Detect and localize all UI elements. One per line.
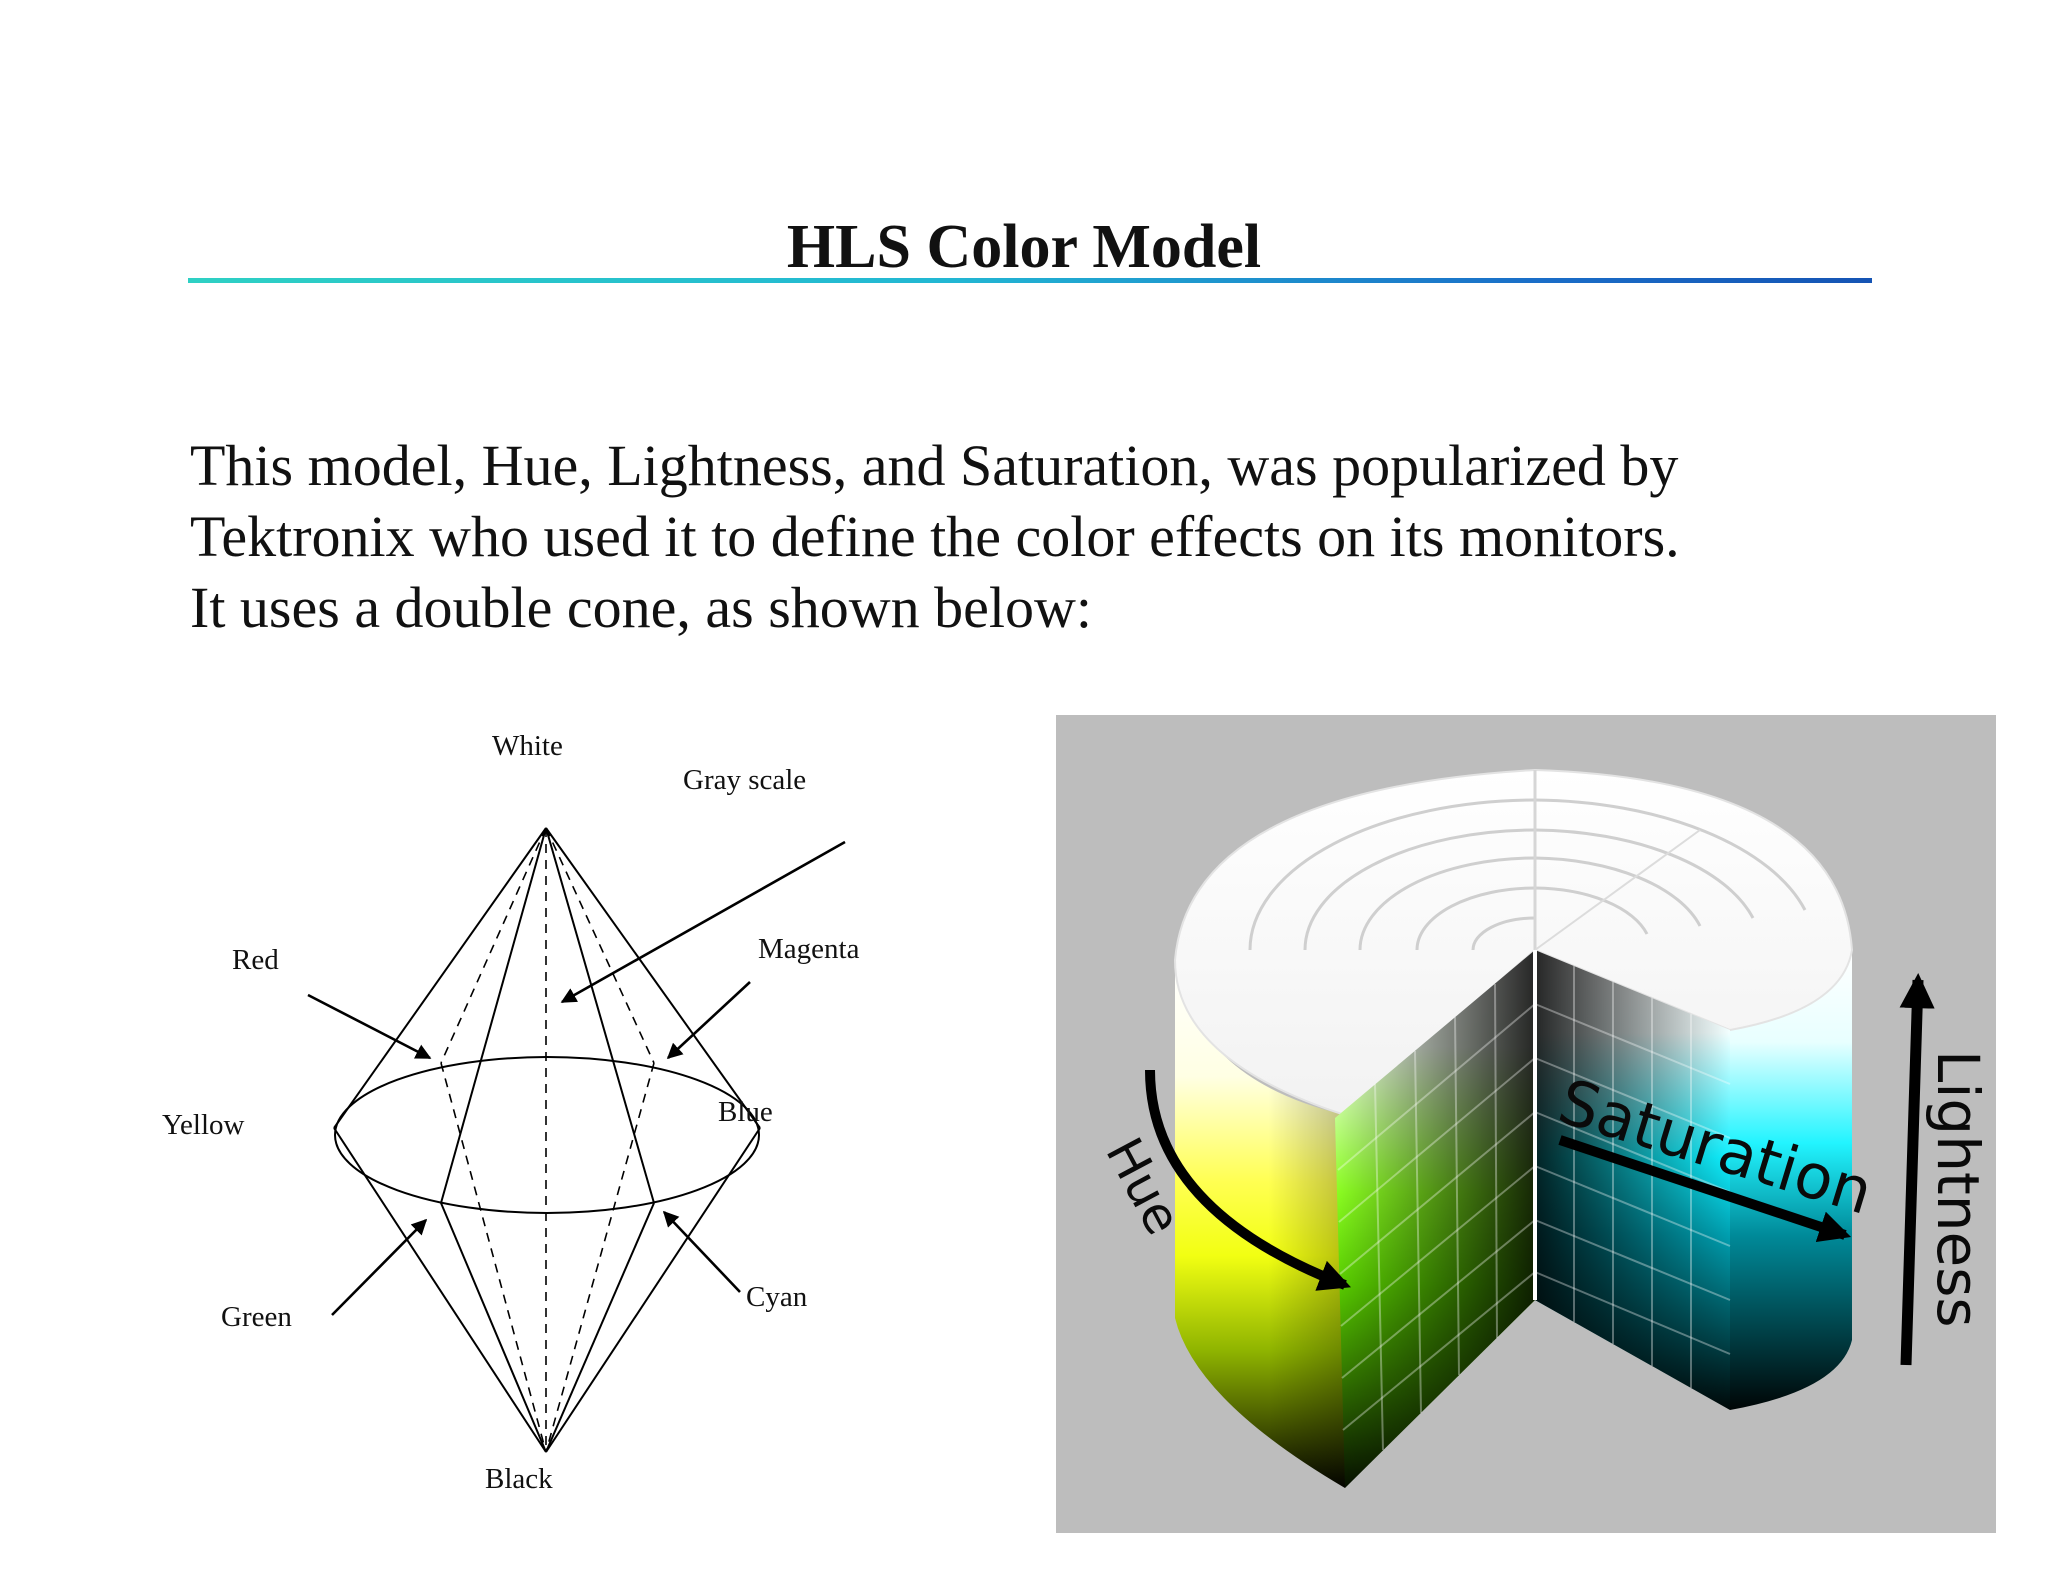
cone-outline: [333, 827, 761, 1453]
cyan-arrow: [662, 1210, 741, 1293]
label-cyan: Cyan: [746, 1281, 808, 1313]
label-white: White: [492, 730, 563, 762]
saturation-arrow: [1558, 1135, 1852, 1243]
label-red: Red: [232, 944, 279, 976]
cone-front-left-upper: [440, 827, 547, 1204]
body-line-3: It uses a double cone, as shown below:: [190, 575, 1093, 640]
cone-edge-right-upper: [545, 827, 761, 1129]
cone-edge-left-upper: [333, 827, 547, 1129]
red-arrow: [307, 993, 432, 1060]
hls-cylinder-illustration: Hue Saturation Lightness: [1056, 715, 1996, 1533]
gray-scale-arrow: [560, 840, 846, 1004]
lightness-arrow: [1899, 972, 1935, 1366]
cone-front-left-lower: [440, 1202, 547, 1453]
top-rings: [1248, 798, 1807, 951]
label-gray-scale: Gray scale: [683, 764, 806, 796]
label-blue: Blue: [718, 1096, 773, 1128]
slide-title: HLS Color Model: [786, 213, 1262, 281]
magenta-arrow: [666, 981, 751, 1060]
hue-arrow: [1145, 1069, 1351, 1291]
cone-front-right-lower: [545, 1202, 655, 1453]
cone-equator-ellipse: [334, 1056, 760, 1214]
label-black: Black: [485, 1463, 553, 1495]
label-green: Green: [221, 1301, 292, 1333]
double-cone-diagram: White Gray scale Red Magenta Yellow Blue…: [162, 730, 860, 1495]
title-underline: [188, 278, 1872, 283]
green-arrow: [331, 1218, 428, 1316]
label-magenta: Magenta: [758, 933, 860, 965]
cone-edge-right-lower: [545, 1127, 761, 1453]
body-line-2: Tektronix who used it to define the colo…: [190, 504, 1680, 569]
cylinder-side-right: [1730, 950, 1852, 1410]
body-paragraph: This model, Hue, Lightness, and Saturati…: [190, 430, 1950, 643]
cone-front-right-upper: [545, 827, 655, 1204]
cone-edge-left-lower: [333, 1127, 547, 1453]
cone-arrows: [307, 840, 846, 1316]
label-yellow: Yellow: [162, 1109, 245, 1141]
label-lightness: Lightness: [1924, 1050, 1992, 1328]
cylinder-top-face: [1173, 768, 1854, 1117]
body-line-1: This model, Hue, Lightness, and Saturati…: [190, 433, 1679, 498]
cone-hidden-lines: [440, 827, 655, 1453]
cut-face-grid: [1337, 966, 1731, 1451]
